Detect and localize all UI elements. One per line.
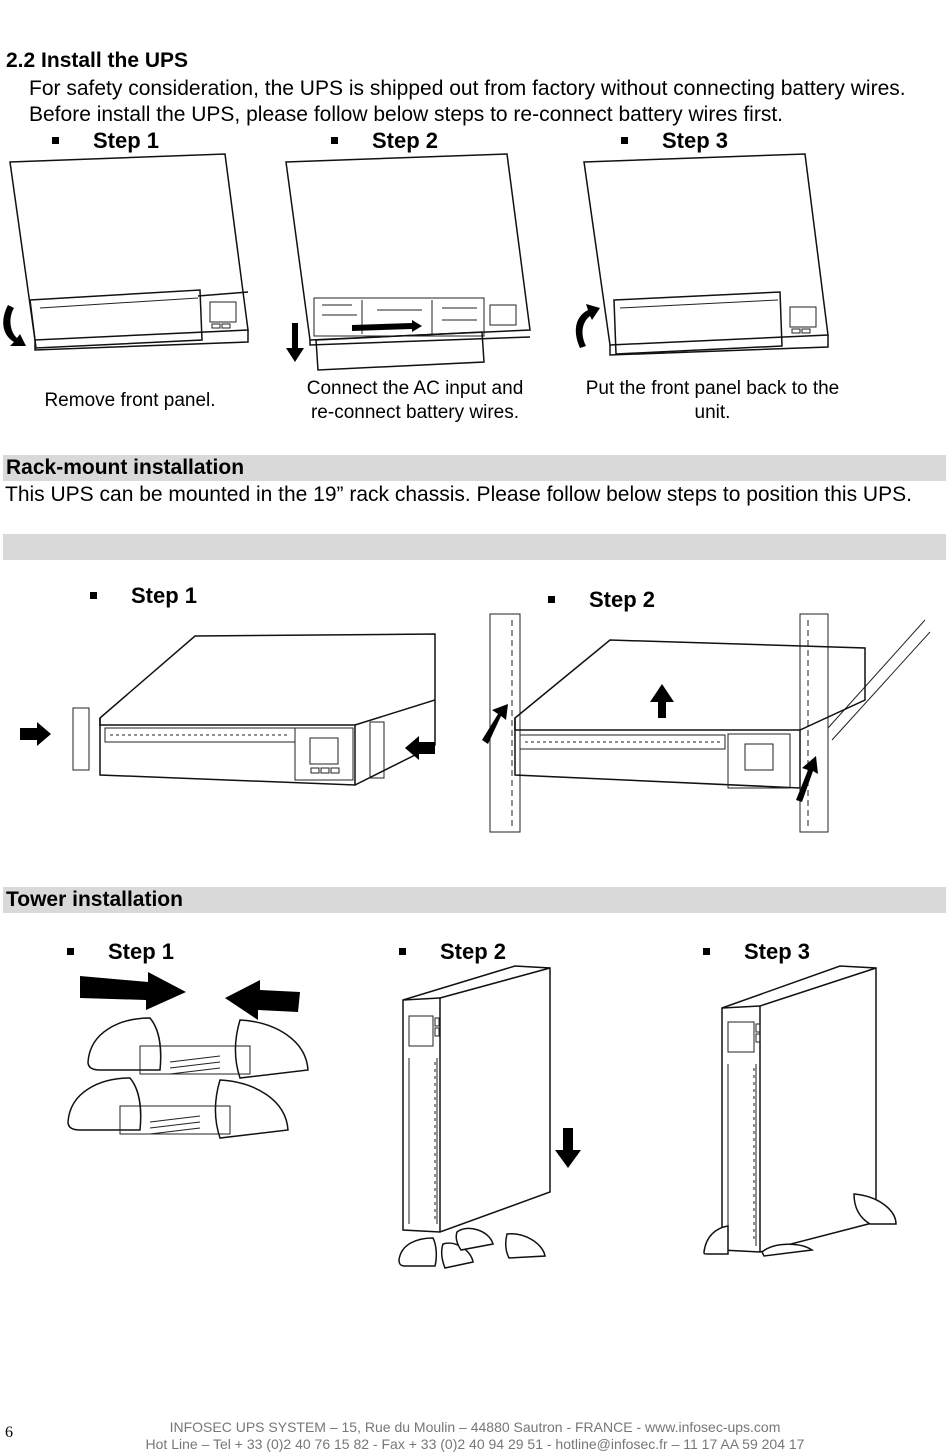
battery-step-3-label: Step 3 [621, 128, 728, 154]
tower-step-3-label: Step 3 [703, 939, 810, 965]
bullet-icon [548, 595, 555, 603]
ups-remove-front-panel-illustration [3, 153, 249, 351]
footer-line-2: Hot Line – Tel + 33 (0)2 40 76 15 82 - F… [145, 1436, 805, 1452]
battery-step-1-label: Step 1 [52, 128, 159, 154]
rack-step-2-label: Step 2 [548, 587, 655, 613]
section-title: 2.2 Install the UPS [6, 49, 189, 72]
rack-section-text: This UPS can be mounted in the 19” rack … [5, 483, 912, 506]
bullet-icon [90, 591, 97, 599]
battery-step-2-label: Step 2 [331, 128, 438, 154]
section-intro: For safety consideration, the UPS is shi… [29, 77, 906, 126]
ups-connect-battery-illustration [285, 153, 531, 371]
tower-step-1-stands-illustration [67, 972, 309, 1139]
ups-replace-front-panel-illustration [575, 153, 829, 356]
bullet-icon [331, 136, 338, 144]
battery-step-3-caption-line1: Put the front panel back to the [585, 378, 840, 399]
tower-step-2-illustration [398, 965, 581, 1269]
battery-step-2-caption-line2: re-connect battery wires. [310, 402, 520, 423]
bullet-icon [399, 947, 406, 955]
tower-section-title: Tower installation [6, 888, 183, 911]
tower-section-band [3, 887, 946, 913]
page-number: 6 [5, 1424, 13, 1441]
battery-step-2-caption-line1: Connect the AC input and [306, 378, 524, 399]
bullet-icon [67, 947, 74, 955]
rack-empty-band [3, 534, 946, 560]
rack-section-band [3, 455, 946, 481]
battery-step-1-caption: Remove front panel. [44, 390, 216, 411]
bullet-icon [52, 136, 59, 144]
tower-step-2-label: Step 2 [399, 939, 506, 965]
battery-step-3-caption-line2: unit. [694, 402, 731, 423]
rack-step-1-label: Step 1 [90, 583, 197, 609]
tower-step-3-illustration [703, 965, 897, 1257]
rack-section-title: Rack-mount installation [6, 456, 245, 479]
tower-step-1-label: Step 1 [67, 939, 174, 965]
rack-step-2-illustration [482, 613, 931, 833]
footer-line-1: INFOSEC UPS SYSTEM – 15, Rue du Moulin –… [169, 1419, 781, 1435]
rack-step-1-illustration [20, 633, 436, 786]
bullet-icon [703, 947, 710, 955]
bullet-icon [621, 136, 628, 144]
